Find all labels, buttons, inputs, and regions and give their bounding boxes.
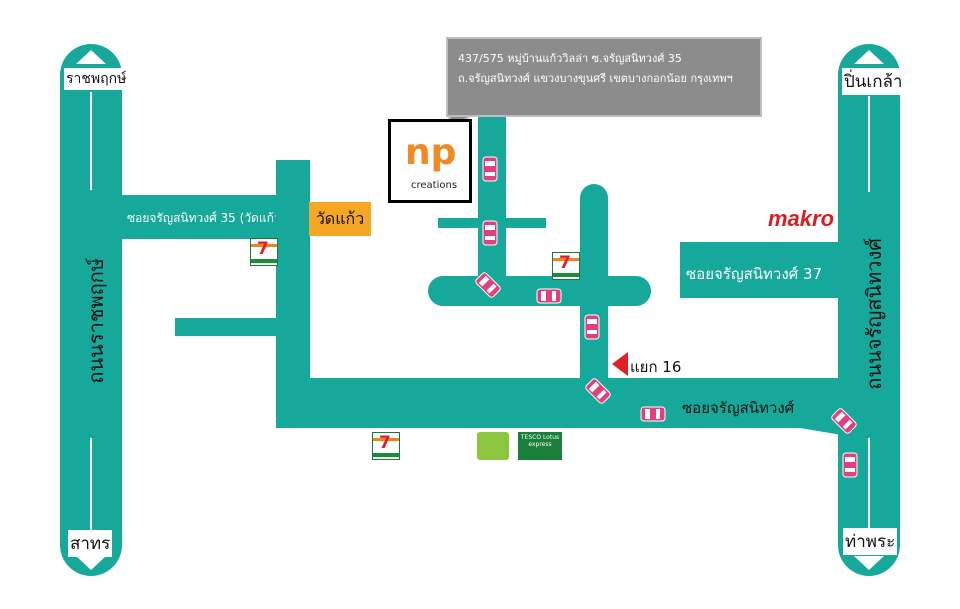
car-icon-2	[482, 220, 498, 246]
village-vertical-road-right	[580, 184, 608, 384]
car-icon-5	[584, 314, 600, 340]
address-callout: 437/575 หมู่บ้านแก้ววิลล่า ซ.จรัญสนิทวงศ…	[446, 37, 762, 117]
car-icon-3	[475, 272, 501, 298]
makro-logo: makro	[768, 206, 835, 231]
address-line1: 437/575 หมู่บ้านแก้ววิลล่า ซ.จรัญสนิทวงศ…	[458, 52, 682, 65]
car-icon-9	[842, 452, 858, 478]
car-icon-4	[536, 288, 562, 304]
np-creations-logo: np creations	[388, 119, 472, 203]
left-stub-road	[175, 318, 276, 336]
soi35-wat-road	[122, 195, 278, 239]
seven-eleven-icon-2: 7	[552, 252, 580, 280]
car-icon-8	[831, 408, 857, 434]
lotus-fresh-icon	[477, 432, 509, 460]
soi35-label: ซอยจรัญสนิทวงศ์ 35	[682, 399, 819, 417]
left-road-center-line-bottom	[90, 438, 92, 530]
left-road-down-arrow	[76, 556, 106, 570]
right-road-down-arrow	[854, 556, 884, 570]
right-road-vertical-label: ถนนจรัญสนิทวงศ์	[862, 238, 886, 390]
right-road-bottom-label: ท่าพระ	[843, 528, 898, 555]
soi35-main-road	[276, 378, 838, 428]
seven-eleven-icon-1: 7	[250, 238, 278, 266]
right-road-top-label: ปิ่นเกล้า	[842, 68, 905, 95]
soi37-road	[680, 242, 838, 298]
right-road-up-arrow	[854, 50, 884, 64]
junction-label: แยก 16	[630, 358, 682, 376]
seven-eleven-icon-3: 7	[372, 432, 400, 460]
soi35-wat-label: ซอยจรัญสนิทวงศ์ 35 (วัดแก้ว)	[127, 211, 286, 225]
left-road-vertical-label: ถนนราชพฤกษ์	[84, 258, 108, 384]
logo-name: creations	[411, 180, 458, 191]
left-road-center-line-top	[90, 92, 92, 190]
logo-mark: np	[405, 132, 457, 173]
junction-arrow-icon	[612, 352, 628, 376]
soi37-label: ซอยจรัญสนิทวงศ์ 37	[686, 265, 823, 283]
car-icon-6	[585, 378, 611, 404]
left-road-bottom-label: สาทร	[68, 530, 113, 557]
address-line2: ถ.จรัญสนิทวงศ์ แขวงบางขุนศรี เขตบางกอกน้…	[458, 72, 733, 85]
right-road-center-line-bottom	[868, 438, 870, 528]
right-road-center-line-top	[868, 96, 870, 192]
left-road-top-label: ราชพฤกษ์	[64, 68, 129, 90]
left-road-up-arrow	[76, 50, 106, 64]
tesco-lotus-logo: TESCO Lotus express	[518, 432, 562, 460]
car-icon-7	[640, 406, 666, 422]
car-icon-1	[482, 156, 498, 182]
temple-tag: วัดแก้ว	[309, 202, 371, 236]
